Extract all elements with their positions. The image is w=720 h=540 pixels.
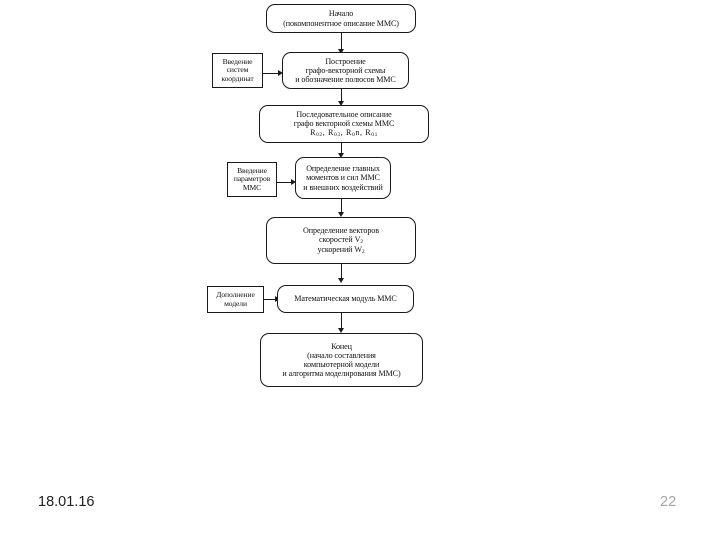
arrowhead-coordinate-systems-to-build-scheme bbox=[278, 69, 283, 76]
flow-node-start[interactable]: Начало (покомпонентное описание ММС) bbox=[266, 4, 416, 33]
connector-sequential-to-moments bbox=[341, 143, 342, 154]
connector-parameters-to-moments bbox=[277, 182, 293, 183]
connector-build-scheme-to-sequential bbox=[341, 89, 342, 102]
arrowhead-parameters-to-moments bbox=[291, 178, 296, 185]
arrowhead-math-model-to-end bbox=[337, 328, 344, 333]
flow-node-velocity-vectors-line1: Определение векторов bbox=[303, 225, 379, 235]
flow-node-parameters-line3: ММС bbox=[242, 182, 262, 192]
flow-node-end-line1: Конец bbox=[331, 341, 352, 351]
connector-moments-to-velocity bbox=[341, 199, 342, 213]
flow-node-end-line4: и алгоритма моделирования ММС) bbox=[282, 369, 401, 379]
flow-node-end-line2: (начало составления bbox=[307, 350, 376, 360]
flow-node-sequential-description[interactable]: Последовательное описание графо векторно… bbox=[259, 105, 429, 143]
flow-node-start-line2: (покомпонентное описание ММС) bbox=[283, 18, 399, 28]
flow-node-moments-forces-line1: Определение главных bbox=[306, 164, 380, 174]
flow-node-sequential-description-line3: R02, R03, R0n, R01 bbox=[310, 127, 378, 139]
flow-node-moments-forces[interactable]: Определение главных моментов и сил ММС и… bbox=[295, 157, 391, 199]
flow-node-end[interactable]: Конец (начало составления компьютерной м… bbox=[260, 333, 423, 387]
flow-node-velocity-vectors[interactable]: Определение векторов скоростей V2 ускоре… bbox=[266, 217, 416, 264]
connector-coordinate-systems-to-build-scheme bbox=[263, 73, 280, 74]
flow-node-model-addition-line1: Дополнение bbox=[216, 290, 255, 299]
flow-node-build-scheme-line3: и обозначение полюсов ММС bbox=[295, 75, 396, 85]
flow-node-parameters-line2: параметров bbox=[233, 174, 271, 184]
flow-node-model-addition-line2: модели bbox=[224, 298, 247, 308]
flow-node-coordinate-systems-line1: Введение bbox=[222, 56, 253, 66]
flowchart-diagram: Начало (покомпонентное описание ММС) Вве… bbox=[207, 4, 429, 387]
footer-page-number: 22 bbox=[660, 494, 677, 510]
flow-node-velocity-vectors-line2: скоростей V2 bbox=[319, 234, 363, 245]
flow-node-build-scheme-line2: графо-векторной схемы bbox=[305, 65, 386, 75]
arrowhead-moments-to-velocity bbox=[337, 212, 344, 217]
connector-model-addition-to-math-model bbox=[264, 299, 277, 300]
flow-node-moments-forces-line3: и внешних воздействий bbox=[303, 182, 383, 192]
flow-node-parameters[interactable]: Введение параметров ММС bbox=[227, 162, 277, 197]
flow-node-math-model[interactable]: Математическая модуль ММС bbox=[277, 285, 414, 313]
connector-velocity-to-math-model bbox=[341, 264, 342, 279]
flow-node-end-line3: компьютерной модели bbox=[303, 360, 380, 369]
flow-node-build-scheme-line1: Построение bbox=[325, 56, 366, 66]
flow-node-start-line1: Начало bbox=[328, 9, 354, 19]
flow-node-sequential-description-line2: графо векторной схемы ММС bbox=[293, 118, 395, 128]
arrowhead-build-scheme-to-sequential bbox=[337, 101, 344, 106]
arrowhead-velocity-to-math-model bbox=[337, 278, 344, 283]
flow-node-math-model-line1: Математическая модуль ММС bbox=[294, 294, 397, 304]
flow-node-velocity-vectors-line3: ускорений W2 bbox=[317, 245, 365, 256]
flow-node-model-addition[interactable]: Дополнение модели bbox=[207, 286, 264, 313]
footer-date: 18.01.16 bbox=[38, 494, 95, 510]
arrowhead-start-to-build-scheme bbox=[337, 49, 344, 54]
flow-node-sequential-description-line1: Последовательное описание bbox=[296, 109, 392, 119]
flow-node-coordinate-systems-line2: систем bbox=[226, 65, 249, 75]
connector-math-model-to-end bbox=[341, 313, 342, 329]
flow-node-coordinate-systems-line3: координат bbox=[221, 73, 254, 83]
flow-node-parameters-line1: Введение bbox=[237, 165, 267, 175]
flow-node-build-scheme[interactable]: Построение графо-векторной схемы и обозн… bbox=[282, 52, 409, 89]
arrowhead-sequential-to-moments bbox=[337, 153, 344, 158]
connector-start-to-build-scheme bbox=[341, 33, 342, 50]
flow-node-moments-forces-line2: моментов и сил ММС bbox=[306, 173, 380, 183]
flow-node-coordinate-systems[interactable]: Введение систем координат bbox=[212, 53, 263, 88]
